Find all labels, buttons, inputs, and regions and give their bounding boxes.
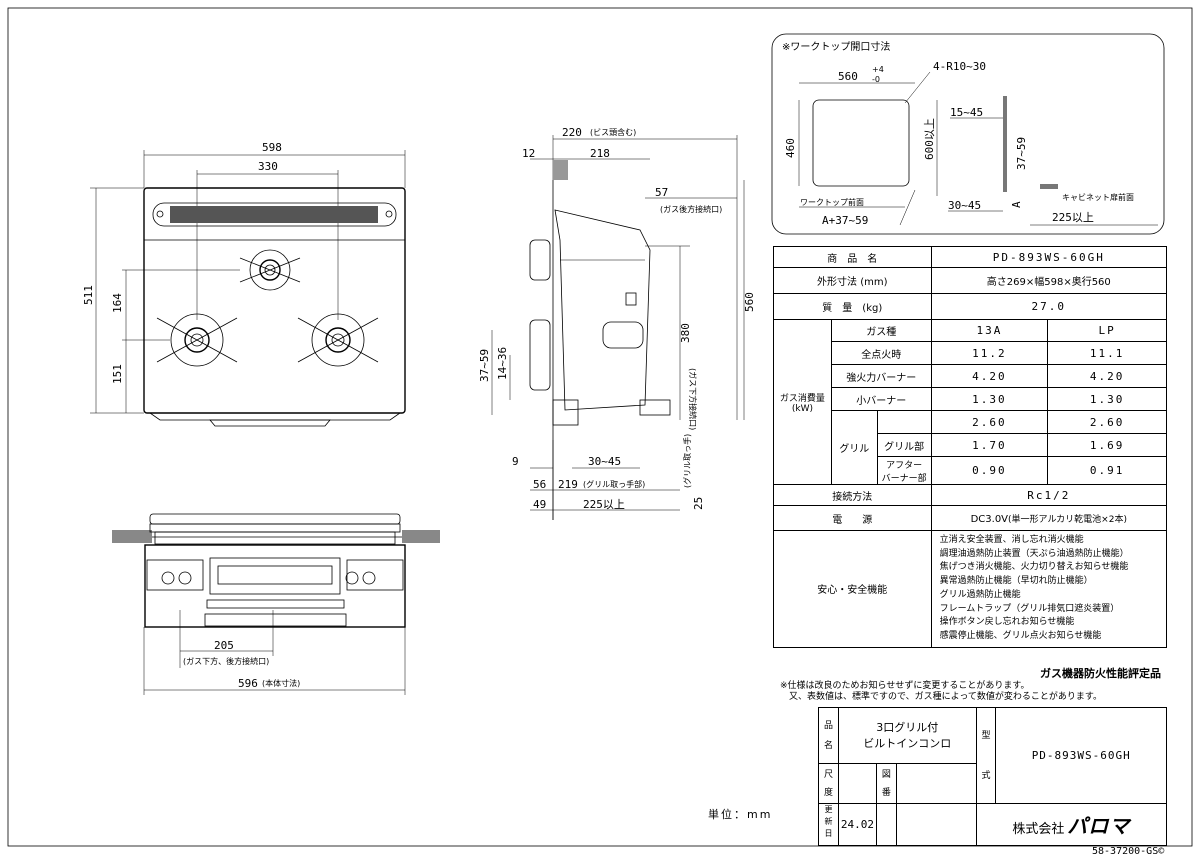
front-elevation: 205 (ガス下方、後方接続口) 596 (本体寸法) (112, 513, 440, 695)
svg-text:-0: -0 (872, 75, 880, 84)
dim-width: 598 (262, 141, 282, 154)
svg-text:(グリル取っ手): (グリル取っ手) (682, 434, 692, 488)
worktop-cutout-inset: ※ワークトップ開口寸法 560 +4 -0 4-R10~30 460 600以上… (771, 33, 1165, 235)
svg-text:460: 460 (784, 138, 797, 158)
dim-12: 12 (522, 147, 535, 160)
dim-14-36: 14~36 (496, 347, 509, 380)
unit-label: 単位：mm (708, 808, 773, 821)
dim-560: 560 (743, 292, 756, 312)
dim-225: 225以上 (583, 498, 625, 511)
burner-right (297, 313, 379, 367)
dim-9: 9 (512, 455, 519, 468)
svg-text:560: 560 (838, 70, 858, 83)
dim-49: 49 (533, 498, 546, 511)
dim-218: 218 (590, 147, 610, 160)
svg-text:(ビス頭含む): (ビス頭含む) (590, 127, 636, 137)
burner-rear (239, 249, 301, 291)
inset-title: ※ワークトップ開口寸法 (782, 40, 890, 53)
svg-text:ワークトップ前面: ワークトップ前面 (800, 197, 864, 207)
svg-text:キャビネット扉前面: キャビネット扉前面 (1062, 192, 1134, 202)
mass-value: 27.0 (930, 293, 1168, 320)
dim-219: 219 (558, 478, 578, 491)
outer-dimensions: 高さ269×幅598×奥行560 (930, 267, 1168, 294)
dim-205: 205 (214, 639, 234, 652)
svg-text:37~59: 37~59 (1015, 137, 1028, 170)
dim-56: 56 (533, 478, 546, 491)
dim-380: 380 (679, 323, 692, 343)
safety-features: 立消え安全装置、消し忘れ消火機能 調理油過熱防止装置（天ぷら油過熱防止機能） 焦… (930, 530, 1168, 648)
drawing-border (7, 7, 1193, 847)
dim-25: 25 (692, 497, 705, 510)
dim-220: 220 (562, 126, 582, 139)
top-view: 598 330 (82, 141, 406, 427)
svg-text:(本体寸法): (本体寸法) (262, 678, 300, 688)
burner-left (156, 313, 238, 367)
svg-text:15~45: 15~45 (950, 106, 983, 119)
svg-text:+4: +4 (872, 65, 884, 74)
svg-text:A+37~59: A+37~59 (822, 214, 868, 227)
dim-164: 164 (111, 293, 124, 313)
svg-text:(グリル取っ手部): (グリル取っ手部) (583, 479, 645, 489)
title-block: 品名 3口グリル付 ビルトインコンロ 型式 PD-893WS-60GH 尺度 図… (818, 707, 1168, 846)
svg-text:600以上: 600以上 (923, 118, 936, 160)
dim-37-59: 37~59 (478, 349, 491, 382)
svg-text:225以上: 225以上 (1052, 211, 1094, 224)
svg-text:(ガス後方接続口): (ガス後方接続口) (660, 204, 722, 214)
model-number: PD-893WS-60GH (995, 707, 1167, 804)
dim-30-45: 30~45 (588, 455, 621, 468)
document-number: 58-37200-GS© (1092, 846, 1165, 857)
product-name: PD-893WS-60GH (930, 246, 1168, 268)
dim-596: 596 (238, 677, 258, 690)
spec-notes: ※仕様は改良のためお知らせせずに変更することがあります。 又、表数値は、標準です… (780, 681, 1103, 702)
exhaust-vent (152, 202, 397, 227)
svg-text:30~45: 30~45 (948, 199, 981, 212)
certification-label: ガス機器防火性能評定品 (1040, 667, 1161, 680)
dim-depth: 511 (82, 285, 95, 305)
svg-text:4-R10~30: 4-R10~30 (933, 60, 986, 73)
company-logo: パロマ (1067, 814, 1131, 838)
side-view: 220 (ビス頭含む) 12 218 57 (ガス後方接続口) 560 380 … (478, 126, 756, 520)
dim-151: 151 (111, 364, 124, 384)
vent-grille (170, 206, 378, 223)
dim-57: 57 (655, 186, 668, 199)
svg-text:(ガス下方、後方接続口): (ガス下方、後方接続口) (183, 656, 269, 666)
svg-text:(ガス下方接続口): (ガス下方接続口) (688, 368, 698, 430)
dim-burner-spacing: 330 (258, 160, 278, 173)
svg-text:A: A (1010, 201, 1023, 208)
update-date: 24.02 (837, 803, 877, 846)
